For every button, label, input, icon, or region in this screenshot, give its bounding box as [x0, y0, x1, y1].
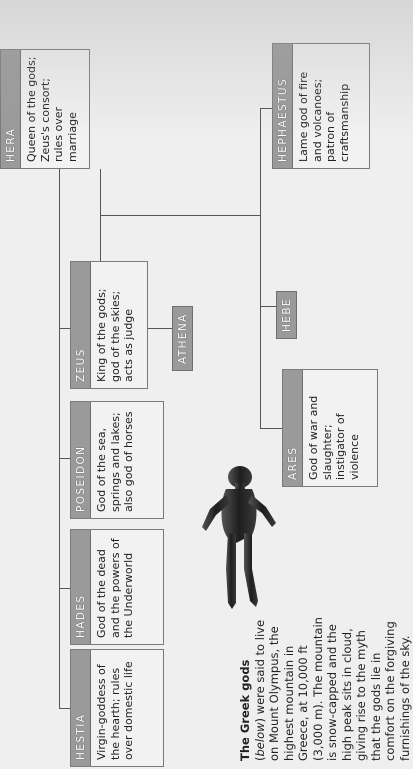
- desc-hephaestus: Lame god of fire and volcanoes; patron o…: [297, 71, 351, 162]
- name-hebe: HEBE: [276, 291, 297, 339]
- desc-hestia: Virgin-goddess of the hearth; rules over…: [95, 661, 135, 760]
- greek-god-statue-image: [202, 466, 276, 609]
- connector-zeus: [59, 328, 70, 329]
- name-hera: HERA: [1, 50, 21, 168]
- card-hades: HADES God of the dead and the powers of …: [70, 529, 164, 645]
- name-athena: ATHENA: [172, 306, 193, 371]
- desc-hera: Queen of the gods; Zeus's consort; rules…: [25, 56, 79, 162]
- card-ares: ARES God of war and slaughter; instigato…: [282, 369, 378, 487]
- connector-hephaestus: [260, 108, 272, 109]
- card-hera: HERA Queen of the gods; Zeus's consort; …: [0, 49, 90, 169]
- connector-zeus-athena: [148, 328, 172, 329]
- desc-ares: God of war and slaughter; instigator of …: [307, 395, 361, 480]
- desc-hades: God of the dead and the powers of the Un…: [95, 538, 135, 638]
- caption-lead: The Greek gods: [238, 659, 252, 761]
- desc-zeus: King of the gods; god of the skies; acts…: [95, 288, 135, 383]
- connector-hades: [59, 588, 70, 589]
- card-zeus: ZEUS King of the gods; god of the skies;…: [70, 261, 148, 389]
- desc-poseidon: God of the sea, springs and lakes; also …: [95, 411, 135, 513]
- name-zeus: ZEUS: [71, 262, 91, 388]
- name-hephaestus: HEPHAESTUS: [273, 44, 293, 168]
- card-poseidon: POSEIDON God of the sea, springs and lak…: [70, 401, 164, 519]
- name-poseidon: POSEIDON: [71, 402, 91, 518]
- card-hephaestus: HEPHAESTUS Lame god of fire and volcanoe…: [272, 43, 370, 169]
- caption-below: below: [252, 722, 267, 757]
- connector-poseidon: [59, 458, 70, 459]
- name-ares: ARES: [283, 370, 303, 486]
- connector-children-rail: [260, 109, 261, 429]
- connector-ares: [260, 428, 282, 429]
- connector-hebe: [260, 306, 276, 307]
- name-hestia: HESTIA: [71, 650, 91, 766]
- connector-children-drop: [100, 215, 260, 216]
- caption-text: The Greek gods (below) were said to live…: [238, 617, 412, 761]
- name-hades: HADES: [71, 530, 91, 644]
- caption-body: were said to live on Mount Olympus, the …: [252, 617, 412, 761]
- connector-hestia: [59, 708, 70, 709]
- card-hestia: HESTIA Virgin-goddess of the hearth; rul…: [70, 649, 164, 767]
